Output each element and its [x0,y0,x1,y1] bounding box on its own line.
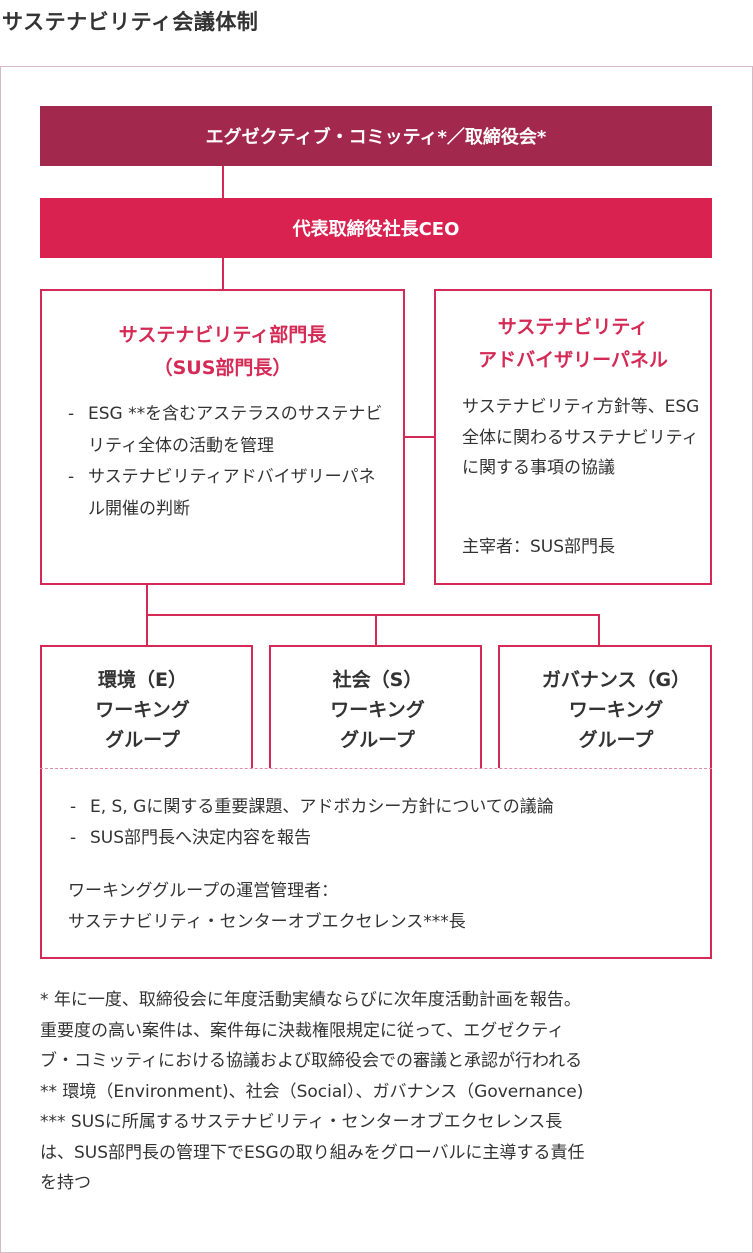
connector-sus-advisory [405,436,434,438]
working-group-details-box: E, S, Gに関する重要課題、アドボカシー方針についての議論 SUS部門長へ決… [40,768,712,959]
dashed-divider [40,768,712,769]
connector-sus-wg-trunk [146,585,148,615]
advisory-panel-description: サステナビリティ方針等、ESG全体に関わるサステナビリティに関する事項の協議 [462,397,700,478]
wg-label-line2: ワーキング [95,699,190,721]
executive-committee-bar: エグゼクティブ・コミッティ*／取締役会* [40,106,712,166]
working-group-admin-label: ワーキンググループの運営管理者： [68,881,339,901]
connector-exec-ceo [222,166,224,198]
sus-head-box: サステナビリティ部門長 （SUS部門長） ESG **を含むアステラスのサステナ… [40,289,405,585]
wg-label-line3: グループ [578,729,654,751]
wg-label-line3: グループ [105,729,180,751]
footnotes: * 年に一度、取締役会に年度活動実績ならびに次年度活動計画を報告。 重要度の高い… [40,985,740,1199]
footnote-line: 重要度の高い案件は、案件毎に決裁権限規定に従って、エグゼクティ [40,1020,565,1041]
connector-wg-s [375,614,377,645]
advisory-panel-title-line1: サステナビリティ [497,316,649,338]
working-group-social-label: 社会（S） ワーキング グループ [271,665,484,755]
wg-label-line1: 社会（S） [332,669,423,691]
wg-label-line2: ワーキング [568,699,664,721]
sus-head-title-line2: （SUS部門長） [153,357,292,379]
connector-ceo-sus [222,258,224,289]
ceo-bar: 代表取締役社長CEO [40,198,712,258]
footnote-line: ** 環境（Environment)、社会（Social）、ガバナンス（Gove… [40,1081,584,1102]
working-group-admin-value: サステナビリティ・センターオブエクセレンス***長 [68,912,466,932]
advisory-panel-title-line2: アドバイザリーパネル [478,349,668,371]
footnote-line: * 年に一度、取締役会に年度活動実績ならびに次年度活動計画を報告。 [40,990,581,1010]
footnote-line: *** SUSに所属するサステナビリティ・センターオブエクセレンス長 [40,1112,563,1132]
advisory-panel-box: サステナビリティ アドバイザリーパネル サステナビリティ方針等、ESG全体に関わ… [434,289,712,585]
sus-head-list: ESG **を含むアステラスのサステナビリティ全体の活動を管理 サステナビリティ… [64,399,384,525]
advisory-panel-title: サステナビリティ アドバイザリーパネル [436,311,710,377]
connector-wg-horizontal [146,614,600,616]
working-group-details-item: SUS部門長へ決定内容を報告 [66,823,554,854]
working-group-governance-label: ガバナンス（G） ワーキング グループ [500,665,732,755]
footnote-line: ブ・コミッティにおける協議および取締役会での審議と承認が行われる [40,1051,583,1071]
footnote-line: は、SUS部門長の管理下でESGの取り組みをグローバルに主導する責任 [40,1142,585,1163]
working-group-environment-label: 環境（E） ワーキング グループ [42,665,243,755]
working-group-environment: 環境（E） ワーキング グループ [40,645,253,773]
wg-label-line3: グループ [340,729,415,751]
wg-label-line1: ガバナンス（G） [541,669,691,691]
sus-head-item: ESG **を含むアステラスのサステナビリティ全体の活動を管理 [64,399,384,462]
wg-label-line1: 環境（E） [98,669,187,691]
page-title: サステナビリティ会議体制 [2,10,259,34]
connector-wg-g [598,614,600,645]
sus-head-title-line1: サステナビリティ部門長 [118,324,327,346]
wg-label-line2: ワーキング [330,699,425,721]
working-group-admin: ワーキンググループの運営管理者： サステナビリティ・センターオブエクセレンス**… [68,876,466,938]
working-group-details-item: E, S, Gに関する重要課題、アドボカシー方針についての議論 [66,792,554,823]
working-group-governance: ガバナンス（G） ワーキング グループ [498,645,712,773]
advisory-panel-host: 主宰者：SUS部門長 [462,537,616,557]
footnote-line: を持つ [40,1173,91,1193]
sus-head-title: サステナビリティ部門長 （SUS部門長） [42,319,403,385]
working-group-social: 社会（S） ワーキング グループ [269,645,482,773]
working-group-details-list: E, S, Gに関する重要課題、アドボカシー方針についての議論 SUS部門長へ決… [66,792,554,854]
connector-wg-e [146,614,148,645]
sus-head-item: サステナビリティアドバイザリーパネル開催の判断 [64,462,384,525]
